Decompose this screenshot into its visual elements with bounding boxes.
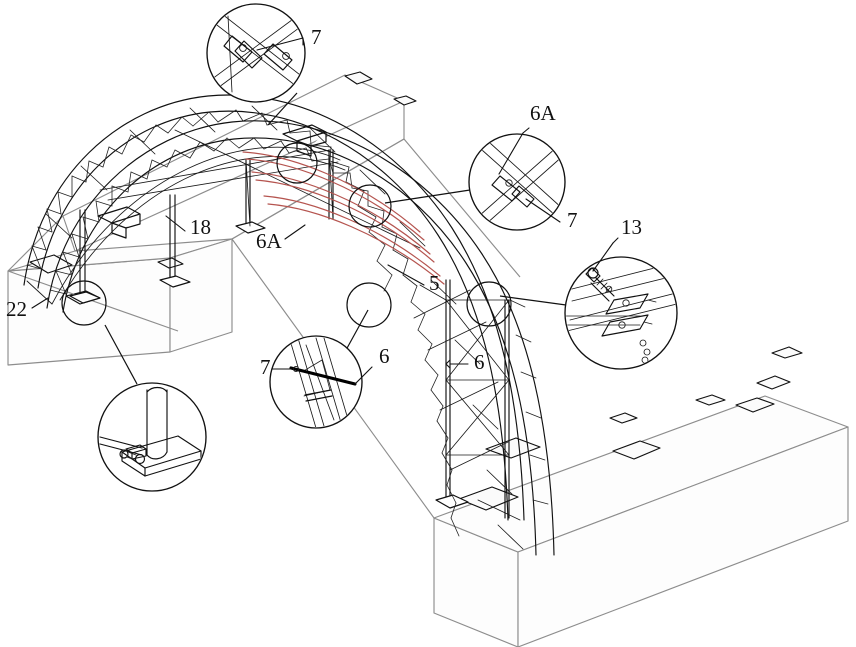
callout-label-6a-arch: 6A	[256, 229, 283, 253]
support-columns	[69, 149, 510, 519]
callout-label-6-post: 6	[474, 350, 485, 374]
callout-label-13: 13	[621, 215, 642, 239]
detail-bubble-right-bolt[interactable]: 13	[499, 215, 682, 370]
longitudinal-bracing	[51, 129, 421, 305]
callout-label-5: 5	[429, 271, 440, 295]
detail-bubble-upper-right[interactable]: 6A 7	[384, 101, 578, 232]
purlins-between-arches	[26, 105, 524, 550]
lower-bay-bracing	[413, 284, 521, 521]
callout-label-18: 18	[190, 215, 211, 239]
right-foundation-plates	[458, 346, 803, 511]
far-arch-truss	[23, 94, 525, 521]
callout-label-7-top: 7	[311, 25, 322, 49]
detail-bubble-top[interactable]: 7	[206, 3, 322, 126]
structure-callout-rings	[61, 142, 512, 328]
left-foundation-top-slab	[7, 74, 405, 272]
callout-label-6-detail: 6	[379, 344, 390, 368]
near-arch-truss	[46, 120, 555, 556]
callout-label-7-right: 7	[567, 208, 578, 232]
structure-leader-labels: 18 6A 22 5 6	[6, 215, 485, 374]
detail-bubble-lower-left[interactable]: 6 7	[260, 309, 390, 429]
callout-label-22: 22	[6, 297, 27, 321]
highlighted-chord-6a	[242, 151, 445, 285]
callout-label-7-detail: 7	[260, 355, 271, 379]
detail-bubble-base-plate[interactable]	[97, 324, 207, 492]
callout-label-6a-right: 6A	[530, 101, 557, 125]
right-foundation	[433, 395, 849, 647]
